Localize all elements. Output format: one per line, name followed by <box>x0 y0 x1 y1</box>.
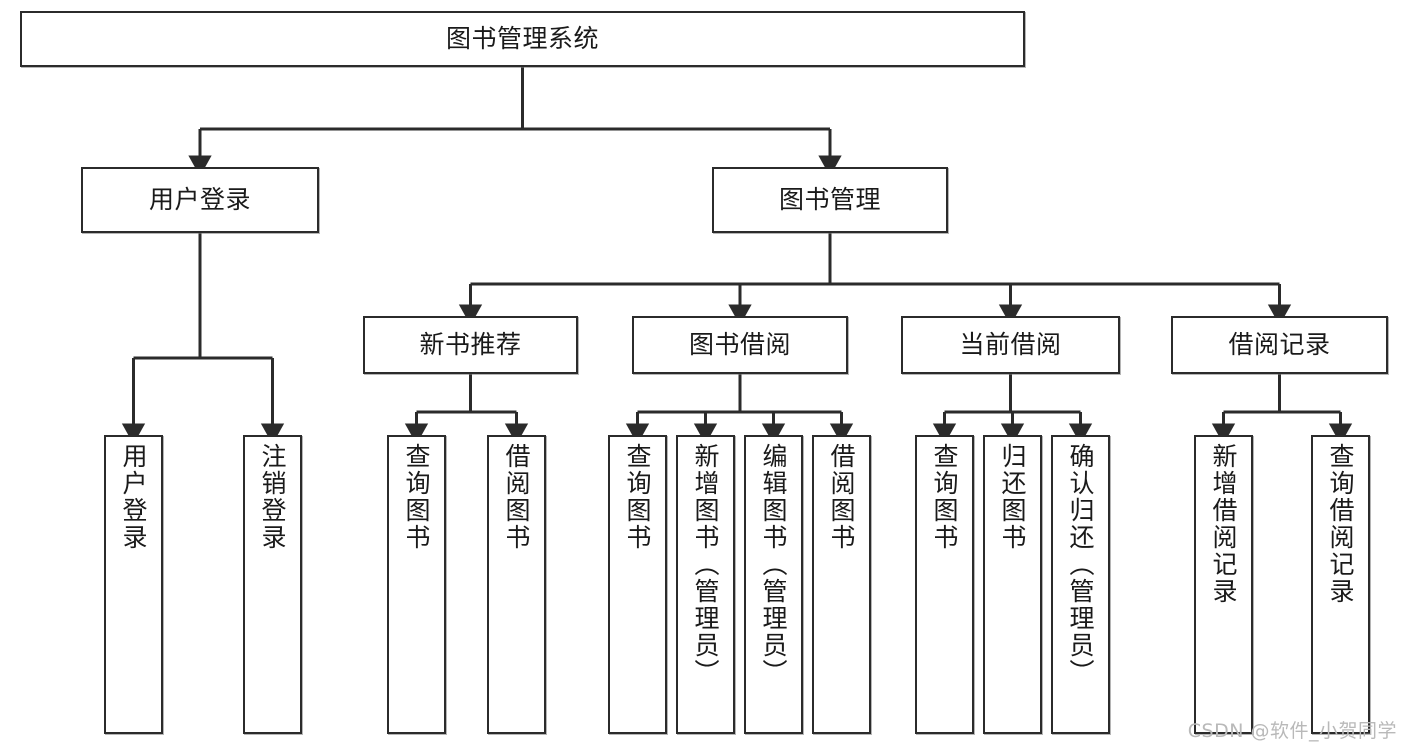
node-book-manage[interactable]: 图书管理 <box>712 167 948 233</box>
node-user-login-label: 用户登录 <box>148 184 251 214</box>
node-leaf-cur-query-book-label: 查询图书 <box>930 443 959 551</box>
node-root[interactable]: 图书管理系统 <box>20 11 1025 67</box>
node-current-borrow-label: 当前借阅 <box>959 329 1062 359</box>
watermark-text: CSDN @软件_小贺同学 <box>1187 720 1397 742</box>
connector-edges <box>121 67 1353 445</box>
node-book-borrow-label: 图书借阅 <box>688 329 791 359</box>
node-leaf-borrow-add-book-label: 新增图书（管理员） <box>691 443 720 686</box>
node-leaf-rec-query-record-label: 查询借阅记录 <box>1326 443 1355 605</box>
node-leaf-cur-confirm-return[interactable]: 确认归还（管理员） <box>1051 435 1110 734</box>
node-leaf-cur-return-book[interactable]: 归还图书 <box>983 435 1042 734</box>
node-leaf-borrow-borrow-book[interactable]: 借阅图书 <box>812 435 871 734</box>
node-user-login[interactable]: 用户登录 <box>81 167 319 233</box>
node-borrow-record[interactable]: 借阅记录 <box>1171 316 1388 374</box>
node-leaf-cur-return-book-label: 归还图书 <box>998 443 1027 551</box>
node-book-borrow[interactable]: 图书借阅 <box>632 316 848 374</box>
node-leaf-borrow-add-book[interactable]: 新增图书（管理员） <box>676 435 735 734</box>
node-leaf-borrow-edit-book[interactable]: 编辑图书（管理员） <box>744 435 803 734</box>
node-leaf-rec-add-record[interactable]: 新增借阅记录 <box>1194 435 1253 734</box>
node-current-borrow[interactable]: 当前借阅 <box>901 316 1120 374</box>
node-root-label: 图书管理系统 <box>445 23 599 53</box>
node-leaf-user-login-label: 用户登录 <box>119 443 148 551</box>
node-leaf-rec-query-book-label: 查询图书 <box>402 443 431 551</box>
node-leaf-cur-query-book[interactable]: 查询图书 <box>915 435 974 734</box>
node-new-book-rec-label: 新书推荐 <box>419 329 522 359</box>
node-leaf-rec-query-record[interactable]: 查询借阅记录 <box>1311 435 1370 734</box>
node-leaf-logout-login[interactable]: 注销登录 <box>243 435 302 734</box>
node-new-book-rec[interactable]: 新书推荐 <box>363 316 578 374</box>
node-leaf-logout-login-label: 注销登录 <box>258 443 287 551</box>
node-leaf-rec-query-book[interactable]: 查询图书 <box>387 435 446 734</box>
node-book-manage-label: 图书管理 <box>778 184 881 214</box>
node-leaf-borrow-query-book-label: 查询图书 <box>623 443 652 551</box>
node-leaf-cur-confirm-return-label: 确认归还（管理员） <box>1066 443 1095 686</box>
node-leaf-borrow-borrow-book-label: 借阅图书 <box>827 443 856 551</box>
node-leaf-user-login[interactable]: 用户登录 <box>104 435 163 734</box>
node-leaf-borrow-query-book[interactable]: 查询图书 <box>608 435 667 734</box>
node-borrow-record-label: 借阅记录 <box>1228 329 1331 359</box>
node-leaf-borrow-edit-book-label: 编辑图书（管理员） <box>759 443 788 686</box>
node-leaf-rec-borrow-book-label: 借阅图书 <box>502 443 531 551</box>
node-leaf-rec-borrow-book[interactable]: 借阅图书 <box>487 435 546 734</box>
node-leaf-rec-add-record-label: 新增借阅记录 <box>1209 443 1238 605</box>
